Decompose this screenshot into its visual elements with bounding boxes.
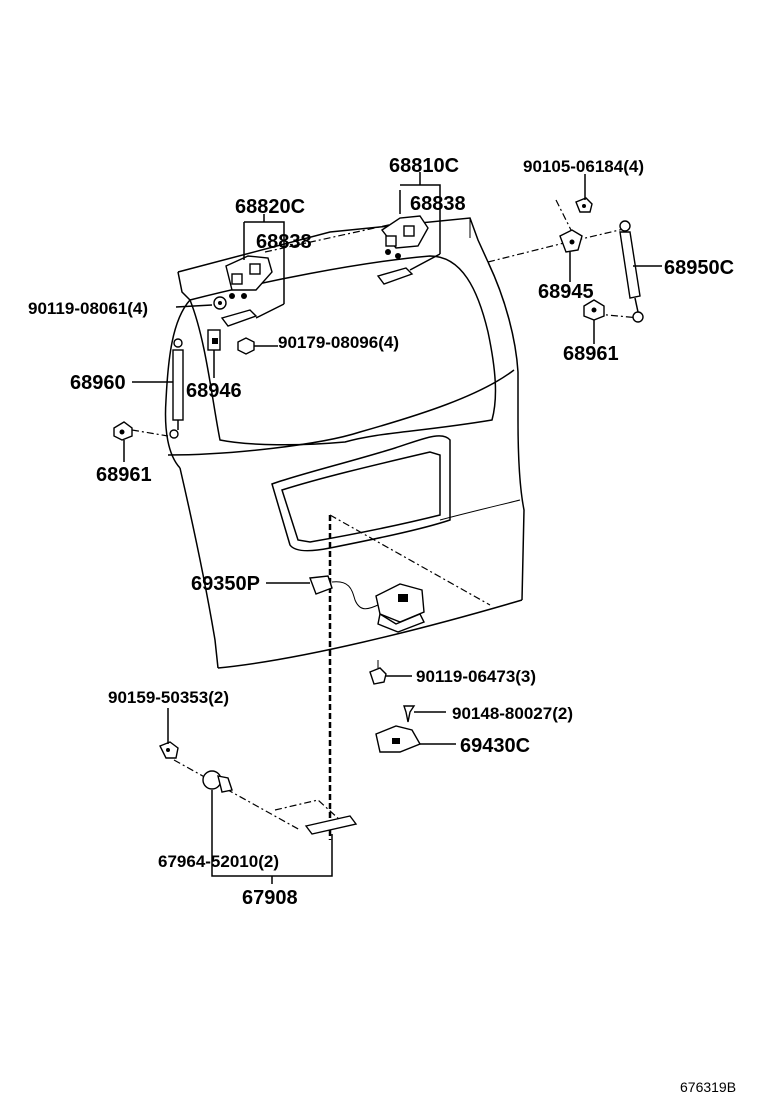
gas-strut-left-part bbox=[169, 338, 184, 439]
label-90119-06473: 90119-06473(3) bbox=[416, 667, 536, 686]
label-68961-left: 68961 bbox=[96, 464, 152, 486]
label-67964-52010: 67964-52010(2) bbox=[158, 852, 279, 871]
label-69430C: 69430C bbox=[460, 735, 530, 757]
part-labels: 68810C 68838 90105-06184(4) 68820C 68838… bbox=[28, 155, 736, 1095]
label-90119-08061: 90119-08061(4) bbox=[28, 299, 148, 318]
label-leaders bbox=[123, 172, 662, 884]
outside-handle-part bbox=[304, 815, 358, 835]
bolt-90119-08061-part bbox=[213, 296, 227, 310]
label-68946: 68946 bbox=[186, 380, 242, 402]
label-69350P: 69350P bbox=[191, 573, 260, 595]
label-90105-06184: 90105-06184(4) bbox=[523, 157, 644, 176]
hinge-left-part bbox=[220, 255, 273, 327]
label-68960: 68960 bbox=[70, 372, 126, 394]
bolt-90119-06473-part bbox=[369, 660, 387, 685]
ball-stud-left-part bbox=[113, 421, 133, 441]
ball-stud-right-part bbox=[583, 299, 605, 321]
hinge-right-part bbox=[376, 215, 429, 285]
label-90179-08096: 90179-08096(4) bbox=[278, 333, 399, 352]
bracket-68945-part bbox=[559, 229, 583, 253]
label-68810C: 68810C bbox=[389, 155, 459, 177]
cap-67964-part bbox=[202, 770, 233, 793]
gas-strut-right-part bbox=[619, 220, 644, 323]
bolt-90105-part bbox=[575, 197, 593, 213]
drawing-number: 676319B bbox=[680, 1079, 736, 1095]
nut-90179-part bbox=[237, 337, 255, 355]
label-68838-left: 68838 bbox=[256, 231, 312, 253]
label-68950C: 68950C bbox=[664, 257, 734, 279]
label-68838-right: 68838 bbox=[410, 193, 466, 215]
back-door-panel bbox=[164, 217, 525, 669]
bracket-68946-part bbox=[207, 329, 221, 351]
label-90159-50353: 90159-50353(2) bbox=[108, 688, 229, 707]
screw-90159-part bbox=[159, 741, 179, 759]
label-68961-right: 68961 bbox=[563, 343, 619, 365]
label-68945: 68945 bbox=[538, 281, 594, 303]
striker-part bbox=[375, 705, 422, 753]
label-68820C: 68820C bbox=[235, 196, 305, 218]
door-lock-part bbox=[309, 575, 425, 633]
label-67908: 67908 bbox=[242, 887, 298, 909]
label-90148-80027: 90148-80027(2) bbox=[452, 704, 573, 723]
